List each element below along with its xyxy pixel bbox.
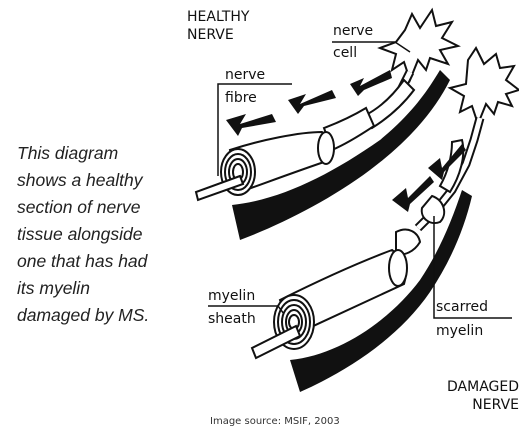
nerve-cell-label: nerve cell	[333, 22, 373, 62]
healthy-nerve-title: HEALTHY NERVE	[187, 8, 249, 44]
scarred-myelin-label: scarred myelin	[436, 298, 488, 340]
damaged-nerve-cell	[450, 48, 519, 124]
myelin-sheath-label: myelin sheath	[208, 287, 256, 328]
image-source: Image source: MSIF, 2003	[210, 416, 340, 427]
arrow-icon	[226, 114, 276, 136]
damaged-nerve-title: DAMAGED NERVE	[443, 378, 519, 414]
healthy-nerve-cell	[380, 10, 458, 80]
arrow-icon	[350, 70, 392, 96]
nerve-fibre-label: nerve fibre	[225, 66, 265, 107]
arrow-icon	[288, 90, 336, 114]
